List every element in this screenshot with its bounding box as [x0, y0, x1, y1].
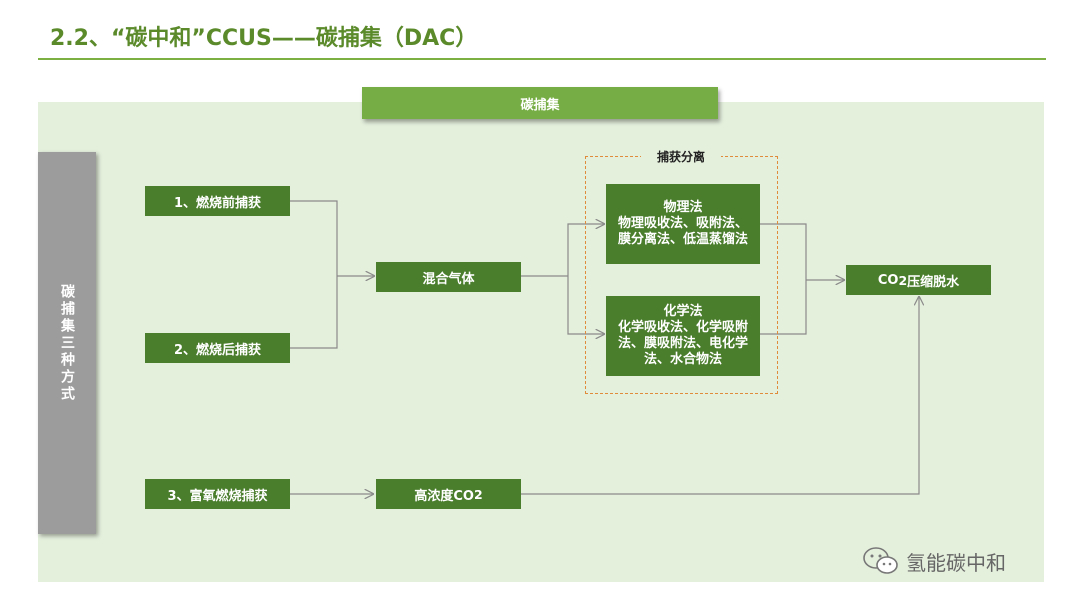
arrow-high-conc-to-compress — [521, 297, 919, 495]
physical-line2: 膜分离法、低温蒸馏法 — [617, 232, 748, 247]
compress-suffix: 压缩脱水 — [907, 274, 960, 290]
wechat-icon — [863, 547, 898, 574]
capture-separation-label: 捕获分离 — [641, 148, 721, 165]
chemical-method-box: 化学法 化学吸收法、化学吸附 法、膜吸附法、电化学 法、水合物法 — [606, 296, 760, 376]
connector-pre — [290, 200, 338, 276]
chemical-title: 化学法 — [663, 304, 703, 319]
physical-title: 物理法 — [663, 200, 703, 215]
three-methods-sidebar: 碳捕集三种方式 — [38, 152, 96, 534]
arrow-to-physical — [567, 224, 604, 276]
arrow-to-chemical — [567, 276, 604, 334]
high-conc-label: 高浓度CO — [414, 488, 474, 504]
page-title: 2.2、“碳中和”CCUS——碳捕集（DAC） — [50, 26, 478, 51]
post-combustion-box: 2、燃烧后捕获 — [145, 333, 290, 363]
sidebar-label: 碳捕集三种方式 — [59, 283, 75, 403]
physical-method-box: 物理法 物理吸收法、吸附法、 膜分离法、低温蒸馏法 — [606, 184, 760, 264]
connector-physical-out — [760, 223, 807, 280]
connector-chemical-out — [760, 280, 807, 335]
pre-combustion-box: 1、燃烧前捕获 — [145, 186, 290, 216]
watermark: 氢能碳中和 — [862, 546, 1006, 576]
mixed-gas-box: 混合气体 — [376, 262, 521, 292]
chemical-line3: 法、水合物法 — [643, 352, 722, 367]
title-divider — [38, 58, 1046, 60]
chemical-line2: 法、膜吸附法、电化学 — [617, 336, 748, 351]
chemical-line1: 化学吸收法、化学吸附 — [617, 320, 748, 335]
carbon-capture-banner: 碳捕集 — [362, 87, 718, 119]
physical-line1: 物理吸收法、吸附法、 — [617, 216, 748, 231]
compress-subscript: 2 — [898, 272, 908, 288]
high-conc-subscript: 2 — [473, 486, 483, 502]
compress-prefix: CO — [877, 272, 899, 288]
connector-post — [290, 276, 338, 349]
oxy-combustion-box: 3、富氧燃烧捕获 — [145, 479, 290, 509]
watermark-text: 氢能碳中和 — [906, 550, 1006, 575]
